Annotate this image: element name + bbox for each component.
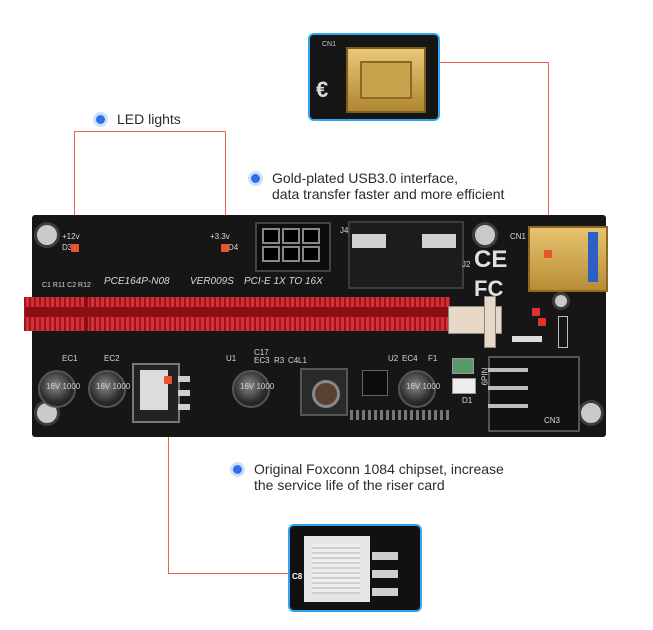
cap-rating: 16V 1000 [406, 382, 441, 391]
callout-led-text: LED lights [117, 111, 181, 127]
label-d1: D1 [462, 396, 473, 405]
smd-red [532, 308, 540, 316]
mount-hole [34, 222, 60, 248]
label-version: VER009S [190, 276, 234, 287]
label-c17: C17 [254, 348, 269, 357]
chipset-marker [164, 376, 172, 384]
label-ec4: EC4 [402, 354, 418, 363]
cap-rating: 16V 1000 [96, 382, 131, 391]
ce-mark-zoom-icon: € [316, 77, 329, 102]
label-f1: F1 [428, 354, 438, 363]
usb-marker [544, 250, 552, 258]
mount-hole [552, 292, 570, 310]
usb-annotation-line-top [428, 62, 548, 63]
label-model: PCE164P-N08 [104, 276, 170, 287]
label-u1: U1 [226, 354, 237, 363]
ce-mark-icon: CE [474, 246, 508, 273]
chip-annotation-line-bottom [168, 573, 290, 574]
diode-d1 [452, 378, 476, 394]
capacitor-ec4 [398, 370, 436, 408]
cap-rating: 16V 1000 [46, 382, 81, 391]
molex-connector [348, 221, 464, 289]
callout-chipset-line1: Original Foxconn 1084 chipset, increase [254, 461, 504, 477]
label-l1: L1 [298, 356, 307, 365]
label-ec3: EC3 [254, 356, 270, 365]
inductor-core [312, 380, 340, 408]
bullet-dot-icon [251, 174, 260, 183]
label-j4: J4 [340, 226, 349, 235]
resistor-array [350, 410, 450, 420]
chip-annotation-line-vertical [168, 380, 169, 574]
led-d3-marker [71, 244, 79, 252]
mount-hole [472, 222, 498, 248]
led-annotation-line-left [74, 131, 75, 247]
label-pcie: PCI-E 1X TO 16X [244, 276, 323, 287]
usb-zoom-inset: € CN1 [308, 33, 440, 121]
label-u2: U2 [388, 354, 399, 363]
led-annotation-line-top [74, 131, 226, 132]
cap-rating: 16V 1000 [240, 382, 275, 391]
led-d4-marker [221, 244, 229, 252]
small-ic [362, 370, 388, 396]
smd-red [538, 318, 546, 326]
pcie-slot-channel [26, 307, 448, 317]
bullet-dot-icon [233, 465, 242, 474]
label-r3: R3 [274, 356, 285, 365]
label-c4: C4 [288, 356, 299, 365]
capacitor-ec2 [88, 370, 126, 408]
header-pins [558, 316, 568, 348]
capacitor-ec1 [38, 370, 76, 408]
callout-led-lights: LED lights [96, 111, 181, 127]
callout-usb-line2: data transfer faster and more efficient [272, 186, 505, 202]
callout-usb-line1: Gold-plated USB3.0 interface, [272, 170, 458, 186]
callout-usb: Gold-plated USB3.0 interface, data trans… [251, 170, 504, 202]
led-annotation-line-right [225, 131, 226, 247]
label-j2: J2 [462, 260, 471, 269]
usb-port-zoom [346, 47, 426, 113]
callout-chipset-line2: the service life of the riser card [254, 477, 445, 493]
chipset-die [140, 370, 168, 410]
usb-annotation-line-vertical [548, 62, 549, 254]
usb3-blue-insert [588, 232, 598, 282]
smd-bar [512, 336, 542, 342]
label-d3: D3 [62, 243, 73, 252]
label-ec2: EC2 [104, 354, 120, 363]
label-cn1: CN1 [510, 232, 527, 241]
label-12v: +12v [62, 232, 80, 241]
bullet-dot-icon [96, 115, 105, 124]
label-33v: +3.3v [210, 232, 230, 241]
usb-zoom-label: CN1 [322, 41, 337, 48]
chipset-zoom-inset: C8 [288, 524, 422, 612]
label-ec1: EC1 [62, 354, 78, 363]
capacitor-ec3 [232, 370, 270, 408]
label-d4: D4 [228, 243, 239, 252]
chip-zoom-label: C8 [292, 572, 303, 581]
fuse [452, 358, 474, 374]
mount-hole [578, 400, 604, 426]
label-small-parts: C1 R11 C2 R12 [42, 282, 91, 289]
label-cn3: CN3 [544, 416, 561, 425]
callout-chipset: Original Foxconn 1084 chipset, increase … [233, 461, 504, 493]
